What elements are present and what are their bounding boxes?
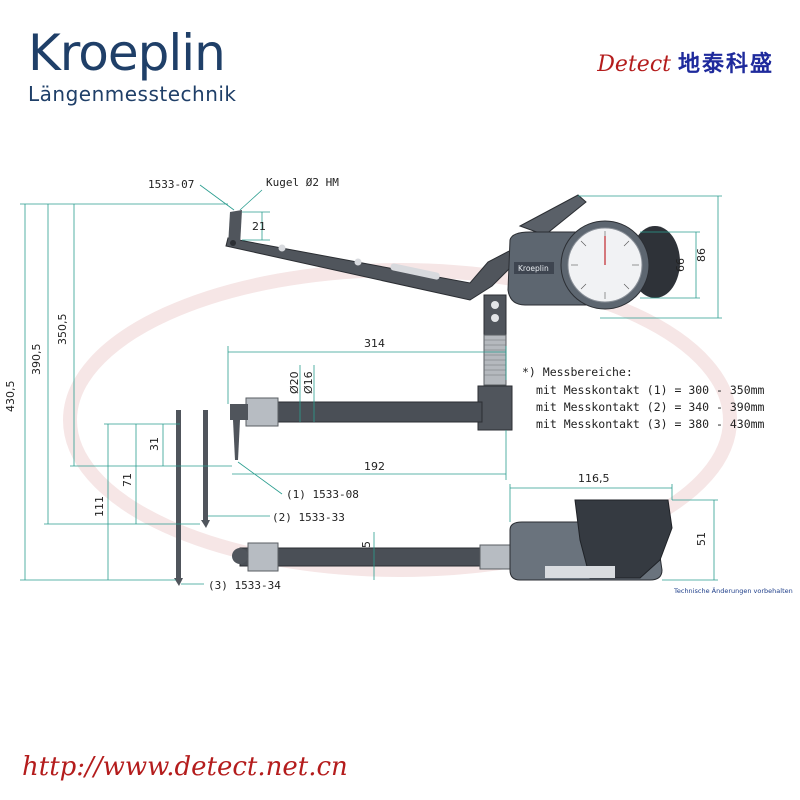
top-tip (228, 210, 242, 246)
label-part-1: (1) 1533-08 (286, 488, 359, 501)
dim-111: 111 (93, 496, 106, 517)
contact-pins (174, 410, 210, 586)
lever (518, 194, 587, 236)
side-rod (269, 401, 483, 423)
bottom-dial (574, 499, 673, 579)
brand-subtitle: Längenmesstechnik (28, 82, 237, 106)
note-line-1: mit Messkontakt (1) = 300 - 350mm (536, 383, 765, 397)
disclaimer: Technische Änderungen vorbehalten (673, 586, 793, 595)
pin-2-tip (201, 520, 210, 528)
bottom-rod (239, 547, 511, 567)
side-view (230, 334, 513, 460)
pillar-screw (491, 301, 499, 309)
dim-5: 5 (360, 541, 373, 548)
dim-51: 51 (695, 532, 708, 546)
contact-1 (233, 420, 240, 460)
label-kugel: Kugel Ø2 HM (266, 176, 339, 189)
arm-hole (278, 244, 286, 252)
rod-collar (245, 397, 279, 427)
dim-350-5: 350,5 (56, 314, 69, 346)
watermark-logo: Detect 地泰科盛 (597, 46, 774, 78)
dim-o20: Ø20 (288, 371, 301, 394)
top-caliper: Kroeplin (225, 194, 680, 336)
ball-tip (230, 240, 236, 246)
rod-tip-holder (230, 404, 248, 420)
dim-66: 66 (674, 258, 687, 272)
gauge-brand-text: Kroeplin (518, 264, 549, 273)
dim-71: 71 (121, 473, 134, 487)
pin-3-tip (174, 578, 183, 586)
dim-314: 314 (364, 337, 385, 350)
arm-slot (390, 263, 440, 280)
pillar-screw (491, 314, 499, 322)
note-title: *) Messbereiche: (522, 365, 633, 379)
gauge-badge (514, 262, 554, 274)
label-part-2: (2) 1533-33 (272, 511, 345, 524)
website-link[interactable]: http://www.detect.net.cn (22, 752, 348, 782)
dim-192: 192 (364, 460, 385, 473)
arm-hole (354, 258, 362, 266)
dim-21: 21 (252, 220, 266, 233)
label-1533-07: 1533-07 (148, 178, 194, 191)
bottom-mount (479, 544, 511, 570)
bottom-tip (232, 548, 248, 564)
bottom-window (545, 566, 615, 578)
side-block (477, 385, 513, 431)
contact-pin-2 (203, 410, 208, 520)
dim-390-5: 390,5 (30, 344, 43, 376)
bottom-view (232, 499, 673, 581)
dim-86: 86 (695, 248, 708, 262)
dim-o16: Ø16 (302, 371, 315, 394)
contact-pin-3 (176, 410, 181, 578)
watermark-latin: Detect (597, 52, 671, 77)
dial-ticks (571, 231, 639, 299)
dimension-lines (20, 184, 722, 585)
note-line-2: mit Messkontakt (2) = 340 - 390mm (536, 400, 765, 414)
brand-logo: Kroeplin Längenmesstechnik (28, 28, 237, 106)
brand-name: Kroeplin (28, 24, 226, 82)
watermark-cjk: 地泰科盛 (677, 51, 774, 77)
dim-31: 31 (148, 437, 161, 451)
dim-116-5: 116,5 (578, 472, 610, 485)
note-line-3: mit Messkontakt (3) = 380 - 430mm (536, 417, 765, 431)
dim-430-5: 430,5 (4, 381, 17, 413)
spindle-knurl (484, 339, 506, 376)
label-part-3: (3) 1533-34 (208, 579, 281, 592)
bottom-collar (247, 542, 279, 572)
